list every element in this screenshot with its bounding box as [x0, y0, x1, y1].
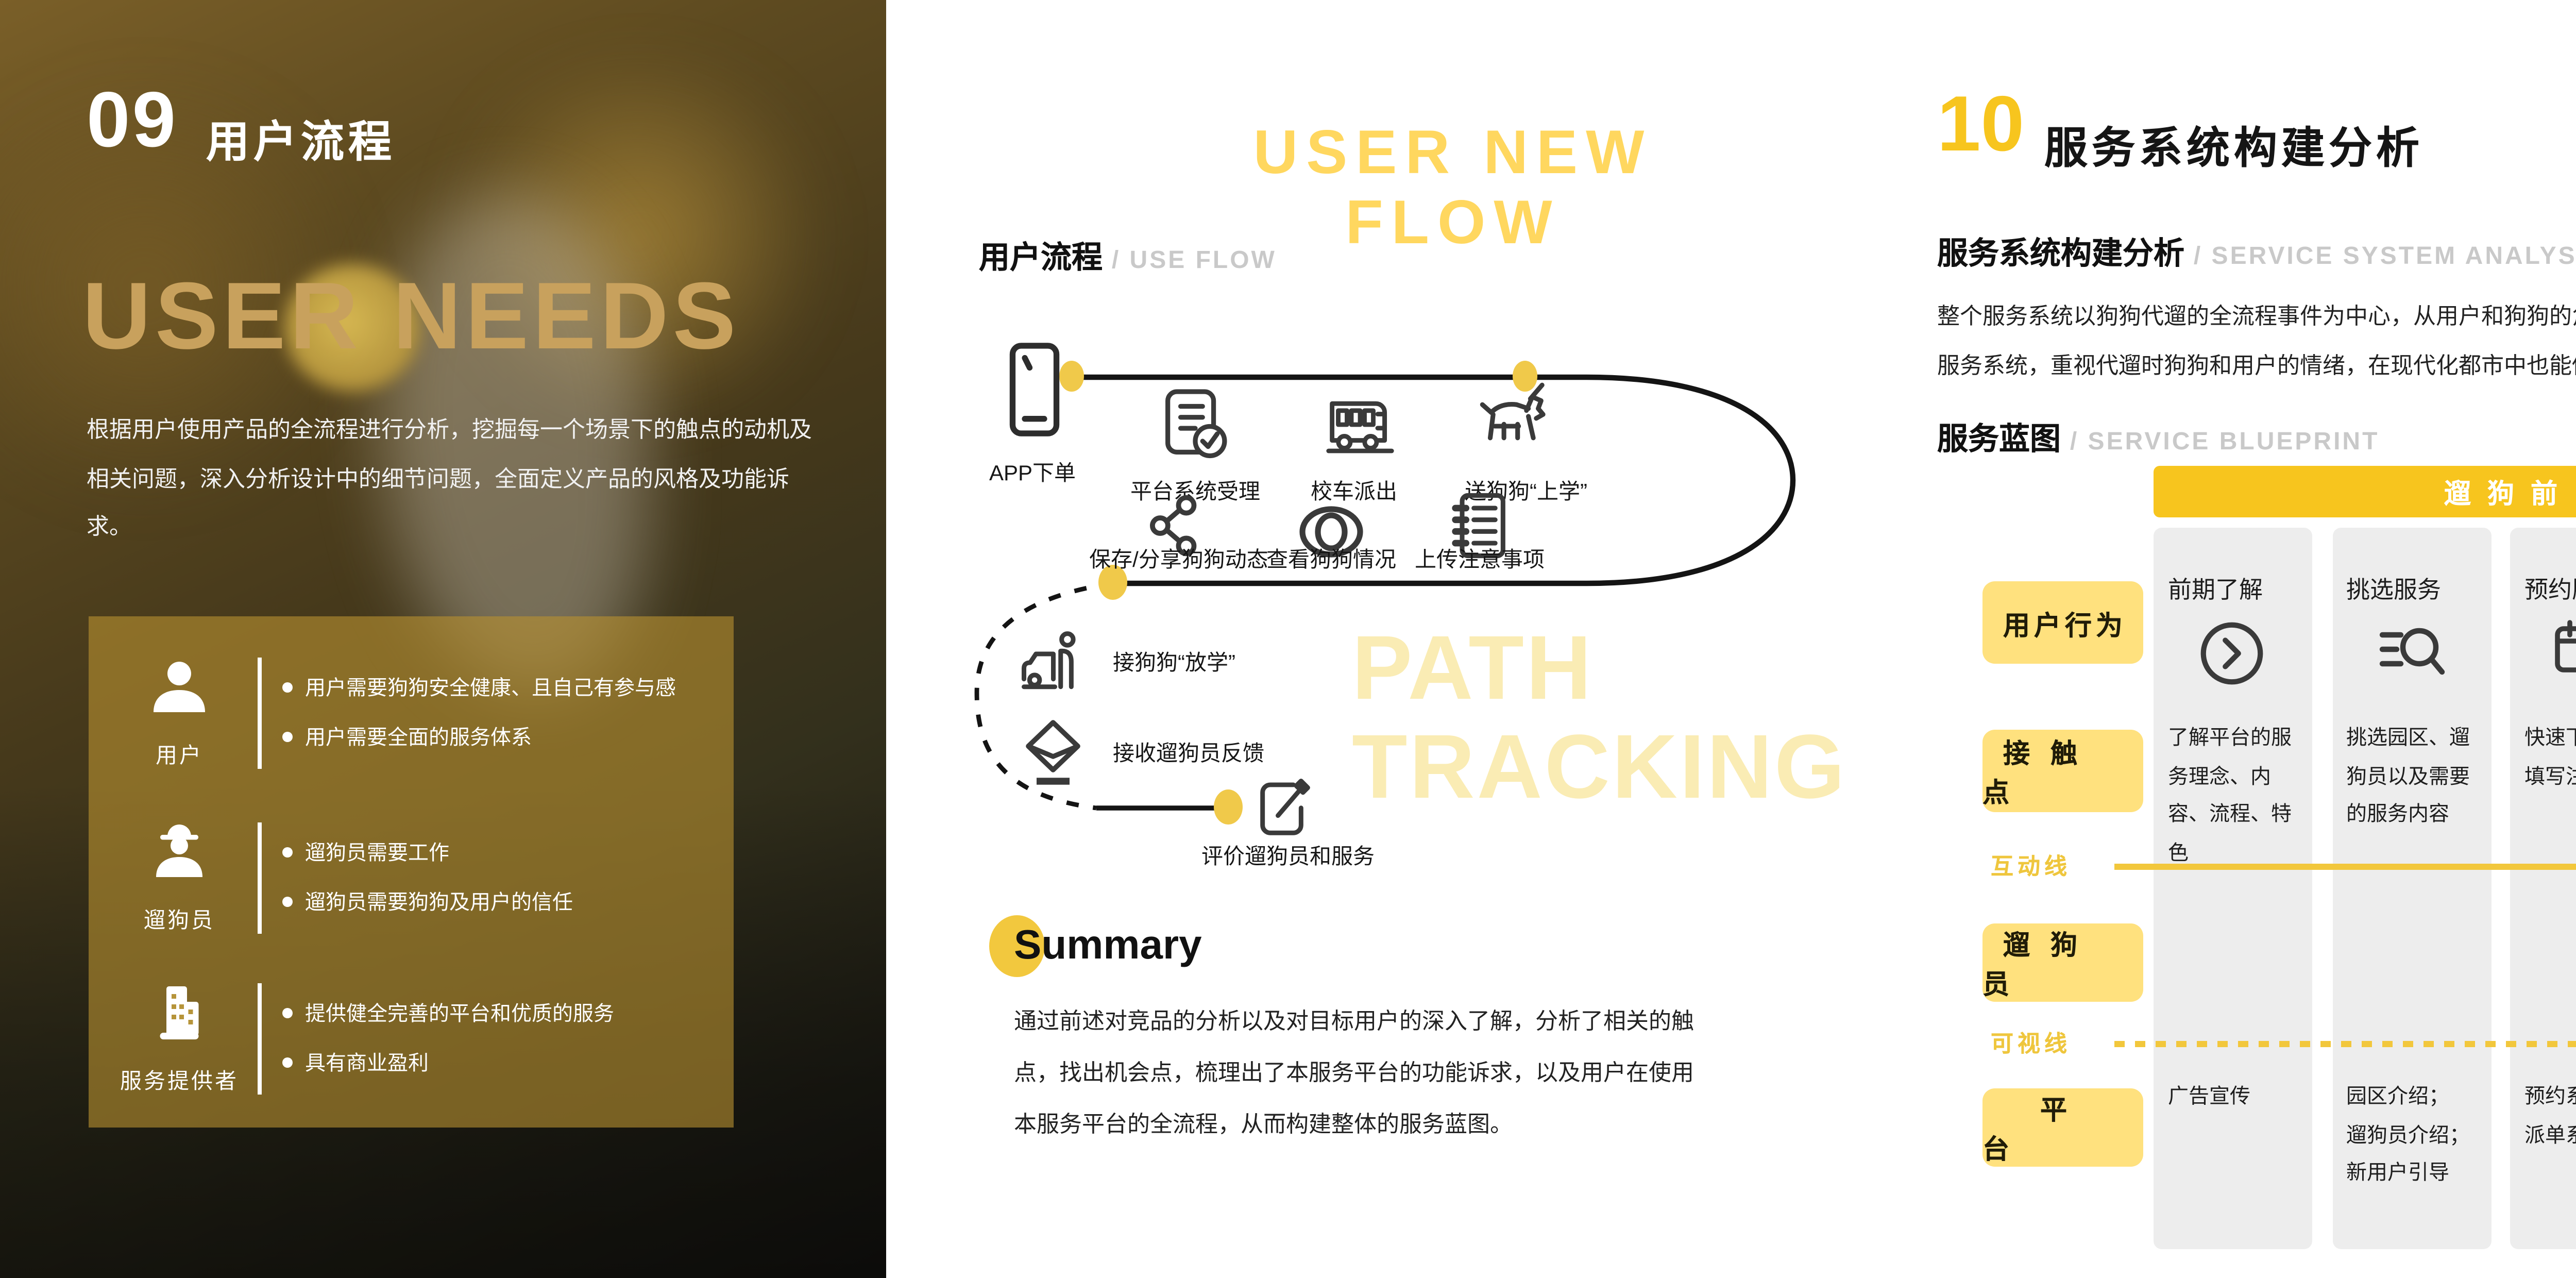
left-photo-panel: 09 用户流程 USER NEEDS 根据用户使用产品的全流程进行分析，挖掘每一… — [0, 0, 886, 1278]
watermark-text: TRACKING — [1352, 717, 1847, 818]
persona-point: 遛狗员需要狗狗及用户的信任 — [282, 887, 713, 918]
flow-step-label: 上传注意事项 — [1415, 548, 1545, 573]
page-title: 服务系统构建分析 — [2044, 126, 2424, 173]
behavior-title: 前期了解 — [2168, 579, 2263, 604]
flow-step-label: 评价遛狗员和服务 — [1201, 845, 1375, 870]
watermark-text: PATH — [1352, 618, 1594, 719]
flow-step-label: 查看狗狗情况 — [1266, 548, 1396, 573]
dog-icon — [1476, 379, 1554, 453]
feedback-mail-icon — [1022, 717, 1084, 787]
visibility-line — [2114, 1041, 2576, 1046]
persona-walker: 遛狗员 遛狗员需要工作 遛狗员需要狗狗及用户的信任 — [109, 798, 713, 959]
row-label-behavior: 用户行为 — [1982, 581, 2143, 664]
summary-text: 通过前述对竞品的分析以及对目标用户的深入了解，分析了相关的触点，找出机会点，梳理… — [1014, 1010, 1694, 1137]
bokeh-highlight — [433, 62, 845, 412]
flow-section-heading: 用户流程 / USE FLOW — [979, 241, 1277, 276]
left-description: 根据用户使用产品的全流程进行分析，挖掘每一个场景下的触点的动机及相关问题，深入分… — [87, 418, 812, 541]
chevron-circle-icon — [2197, 618, 2267, 699]
row-label-walker: 遛狗员 — [1982, 923, 2143, 1002]
search-icon — [2375, 618, 2445, 695]
page-number: 09 — [87, 78, 178, 165]
persona-user: 用户 用户需要狗狗安全健康、且自己有参与感 用户需要全面的服务体系 — [109, 633, 713, 794]
interaction-line — [2114, 864, 2576, 869]
school-bus-icon — [1325, 392, 1395, 458]
flow-step-label: APP下单 — [989, 462, 1076, 486]
notes-clipboard-icon — [1447, 491, 1513, 561]
flow-node-dot — [1059, 361, 1084, 392]
flow-hero-title: USER NEW FLOW — [1253, 120, 1653, 258]
calendar-clock-icon — [2553, 618, 2576, 699]
persona-name: 遛狗员 — [144, 909, 215, 934]
flow-step-label: 校车派出 — [1311, 480, 1397, 505]
page-title: 用户流程 — [206, 120, 396, 167]
flow-node-dot — [1513, 361, 1537, 392]
touchpoint-cell: 挑选园区、遛狗员以及需要的服务内容 — [2346, 728, 2470, 827]
row-label-interaction-line: 互动线 — [1991, 855, 2071, 880]
blueprint-section-heading: 服务蓝图 / SERVICE BLUEPRINT — [1937, 423, 2380, 458]
persona-provider: 服务提供者 提供健全完善的平台和优质的服务 具有商业盈利 — [109, 959, 713, 1119]
row-label-visibility-line: 可视线 — [1991, 1033, 2071, 1057]
phase-bar-before: 遛狗前 — [2154, 466, 2576, 517]
watch-eye-icon — [1294, 503, 1368, 561]
blueprint-column: 前期了解 了解平台的服务理念、内容、流程、特色 广告宣传 — [2154, 528, 2312, 1249]
touchpoint-cell: 快速下单； 填写注意事项 — [2524, 728, 2576, 788]
persona-point: 提供健全完善的平台和优质的服务 — [282, 999, 713, 1030]
flow-step-label: 接狗狗“放学” — [1113, 651, 1235, 676]
hero-title: USER NEEDS — [82, 262, 740, 369]
platform-cell: 预约系统； 派单系统 — [2524, 1086, 2576, 1147]
frisbee-photo-blur — [284, 264, 420, 392]
order-checklist-icon — [1162, 388, 1228, 462]
row-label-platform: 平台 — [1982, 1088, 2143, 1167]
flow-node-dot — [1098, 565, 1127, 600]
persona-name: 用户 — [156, 744, 203, 769]
summary-accent-dot — [989, 915, 1045, 977]
summary-title: Summary — [1014, 923, 1202, 969]
row-label-touchpoint: 接触点 — [1982, 730, 2143, 812]
behavior-title: 预约服务 — [2524, 579, 2576, 604]
share-icon — [1146, 495, 1204, 557]
behavior-title: 挑选服务 — [2346, 579, 2441, 604]
flow-step-label: 送狗狗“上学” — [1465, 480, 1587, 505]
divider — [258, 658, 262, 769]
user-icon — [148, 655, 210, 728]
dog-photo-blur — [381, 196, 649, 691]
flow-step-label: 保存/分享狗狗动态 — [1089, 548, 1268, 573]
provider-building-icon — [148, 981, 210, 1053]
touchpoint-cell: 了解平台的服务理念、内容、流程、特色 — [2168, 728, 2292, 865]
persona-point: 用户需要狗狗安全健康、且自己有参与感 — [282, 673, 713, 704]
divider — [258, 822, 262, 934]
divider — [258, 983, 262, 1095]
flow-node-dot — [1214, 789, 1243, 825]
persona-point: 遛狗员需要工作 — [282, 838, 713, 869]
platform-cell: 园区介绍； 遛狗员介绍； 新用户引导 — [2346, 1086, 2470, 1185]
walker-icon — [148, 820, 210, 893]
smartphone-icon — [1008, 338, 1061, 441]
pickup-car-icon — [1018, 631, 1084, 693]
analysis-description: 整个服务系统以狗狗代遛的全流程事件为中心，从用户和狗狗的角度思考，以“送狗狗上学… — [1937, 305, 2576, 380]
persona-point: 具有商业盈利 — [282, 1048, 713, 1079]
persona-panel: 用户 用户需要狗狗安全健康、且自己有参与感 用户需要全面的服务体系 遛狗员 — [89, 616, 734, 1128]
persona-point: 用户需要全面的服务体系 — [282, 722, 713, 753]
flow-step-label: 接收遛狗员反馈 — [1113, 742, 1264, 767]
flow-connector-lines — [974, 374, 1796, 811]
review-edit-icon — [1253, 775, 1311, 837]
blueprint-column: 挑选服务 挑选园区、遛狗员以及需要的服务内容 园区介绍； 遛狗员介绍； 新用户引… — [2332, 528, 2490, 1249]
platform-cell: 广告宣传 — [2168, 1086, 2250, 1109]
blueprint-column: 预约服务 快速下单； 填写注意事项 预约系统； 派单系统 — [2510, 528, 2576, 1249]
persona-name: 服务提供者 — [120, 1070, 239, 1095]
page-number: 10 — [1937, 82, 2025, 169]
analysis-section-heading: 服务系统构建分析 / SERVICE SYSTEM ANALYSIS — [1937, 237, 2576, 272]
